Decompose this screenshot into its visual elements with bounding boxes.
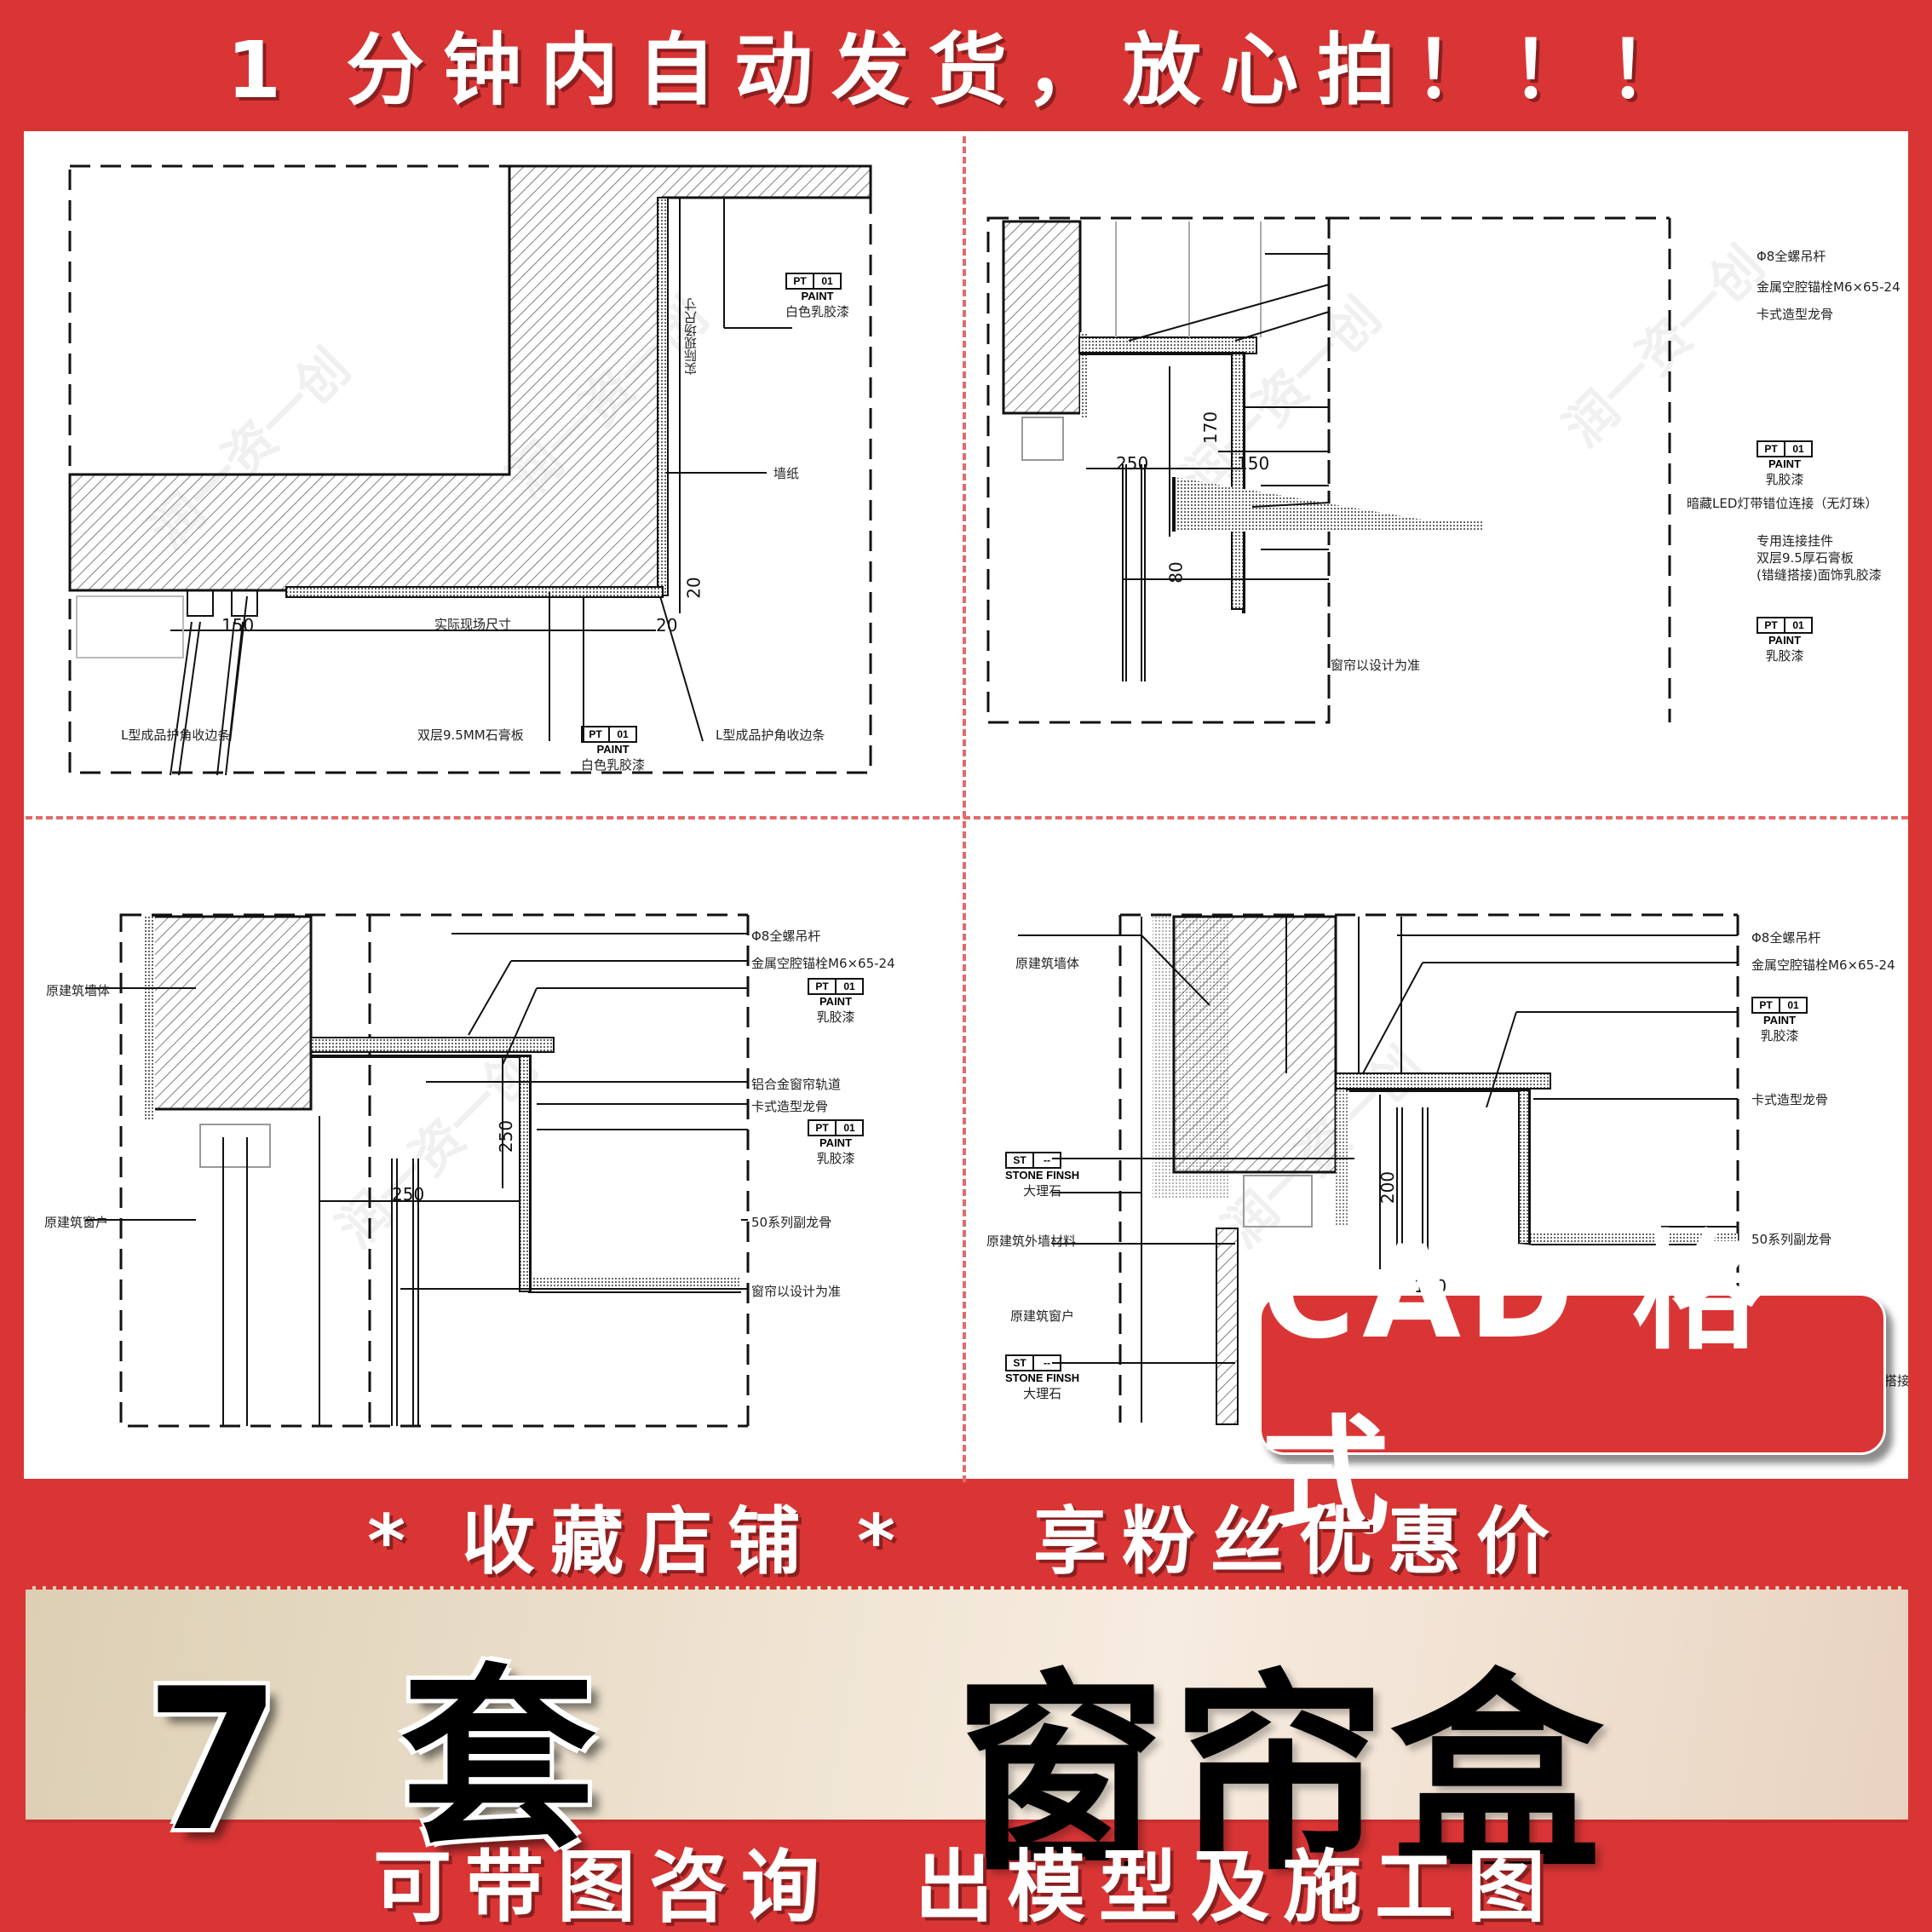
dimension-value: 20 [656, 615, 678, 635]
dimension-value: 250 [1116, 453, 1149, 474]
callout-gypsum: 双层9.5MM石膏板 [417, 727, 524, 743]
callout-rod: Φ8全螺吊杆 [1751, 930, 1821, 946]
callout-hanger: 专用连接挂件 [1757, 533, 1834, 549]
consult-text: 可带图咨询 出模型及施工图 [372, 1841, 1560, 1932]
panel-divider-vertical [963, 136, 966, 1482]
favorite-shop-band: * 收藏店铺 * 享粉丝优惠价 [20, 1486, 1912, 1584]
callout-curtain: 窗帘以设计为准 [751, 1284, 842, 1299]
drawing-panel-led-section: Φ8全螺吊杆 金属空腔锚栓M6×65-24 卡式造型龙骨 暗藏LED灯带错位连接… [980, 204, 1908, 750]
callout-wall: 原建筑墙体 [1015, 956, 1080, 971]
drawing-panel-stone-section: 原建筑墙体 原建筑外墙材料 原建筑窗户 Φ8全螺吊杆 金属空腔锚栓M6×65-2… [971, 903, 1908, 1431]
callout-wallpaper: 墙纸 [773, 466, 800, 481]
callout-l-trim: L型成品护角收边条 [121, 727, 231, 743]
callout-anchor: 金属空腔锚栓M6×65-24 [1757, 279, 1900, 295]
dimension-value: 20 [683, 577, 704, 599]
section-drawing-lines [85, 913, 750, 1428]
callout-wall: 原建筑墙体 [46, 983, 111, 998]
drawing-panel-track-section: 原建筑墙体 原建筑窗户 Φ8全螺吊杆 金属空腔锚栓M6×65-24 铝合金窗帘轨… [26, 903, 954, 1431]
callout-cut-text: 搭接 [1884, 1373, 1908, 1389]
callout-rod: Φ8全螺吊杆 [1757, 249, 1826, 264]
callout-sub-keel: 50系列副龙骨 [1751, 1232, 1832, 1247]
callout-window: 原建筑窗户 [1010, 1308, 1075, 1324]
dimension-value: 170 [1200, 411, 1222, 445]
callout-rod: Φ8全螺吊杆 [751, 929, 821, 944]
callout-l-trim: L型成品护角收边条 [716, 727, 825, 743]
plan-drawing-lines [68, 164, 872, 776]
section-drawing-lines [1018, 913, 1739, 1425]
section-drawing-lines [986, 216, 1671, 724]
callout-keel: 卡式造型龙骨 [751, 1099, 829, 1114]
callout-anchor: 金属空腔锚栓M6×65-24 [1751, 957, 1895, 973]
callout-anchor: 金属空腔锚栓M6×65-24 [751, 956, 895, 971]
set-count: 7 套 [145, 1647, 623, 1875]
panel-divider-horizontal [26, 816, 1908, 819]
dimension-value: 150 [221, 615, 255, 635]
top-banner: 1 分钟内自动发货，放心拍！！！ [0, 0, 1932, 126]
callout-gypsum-note: (错缝搭接)面饰乳胶漆 [1757, 567, 1882, 583]
dimension-value: 250 [496, 1119, 517, 1153]
callout-track: 铝合金窗帘轨道 [751, 1077, 842, 1092]
dimension-value: 250 [392, 1184, 425, 1205]
product-title: 窗帘盒 [954, 1651, 1608, 1899]
callout-gypsum: 双层9.5厚石膏板 [1757, 550, 1854, 566]
callout-exterior-wall: 原建筑外墙材料 [986, 1233, 1077, 1249]
drawing-panel-plan-corner: 实际现场尺寸 墙纸 实际现场尺寸 150 20 20 L型成品护角收边条 双层9… [51, 145, 903, 801]
top-banner-text: 1 分钟内自动发货，放心拍！！！ [226, 24, 1706, 116]
dimension-value: 150 [1237, 453, 1270, 474]
callout-sub-keel: 50系列副龙骨 [751, 1215, 832, 1230]
callout-curtain: 窗帘以设计为准 [1331, 658, 1421, 673]
title-panel [26, 1586, 1908, 1823]
callout-keel: 卡式造型龙骨 [1751, 1092, 1829, 1107]
callout-keel: 卡式造型龙骨 [1757, 307, 1834, 322]
consult-band: 可带图咨询 出模型及施工图 [0, 1828, 1932, 1932]
dim-label: 实际现场尺寸 [434, 617, 512, 632]
dim-label: 实际现场尺寸 [683, 298, 699, 375]
callout-led: 暗藏LED灯带错位连接（无灯珠） [1687, 496, 1878, 511]
callout-window: 原建筑窗户 [44, 1215, 109, 1230]
dimension-value: 80 [1165, 561, 1187, 584]
cad-format-badge: CAD 格式 [1259, 1219, 1886, 1552]
drawing-sheet [20, 128, 1912, 1482]
cad-format-text: CAD 格式 [1262, 1219, 1767, 1552]
favorite-shop-text: * 收藏店铺 * 享粉丝优惠价 [367, 1498, 1565, 1584]
